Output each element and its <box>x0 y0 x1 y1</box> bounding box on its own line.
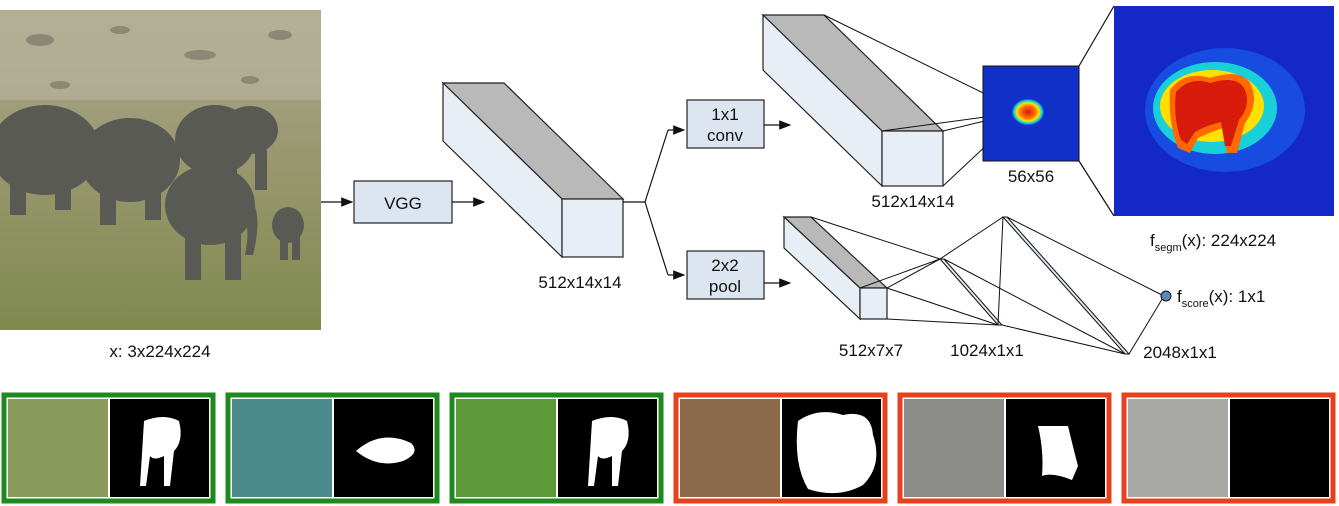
zoom-line-bottom <box>1078 160 1115 217</box>
score-node <box>1160 290 1172 302</box>
example-mask-shape <box>796 412 877 494</box>
score-output-label: fscore(x): 1x1 <box>1177 287 1265 310</box>
example-mask-shape <box>588 417 629 486</box>
example-pair <box>897 392 1112 504</box>
example-mask-shape <box>1038 426 1078 480</box>
example-mask-shape <box>140 417 181 486</box>
example-pair <box>1 392 216 504</box>
pool-line1: 2x2 <box>711 256 738 275</box>
example-pair <box>673 392 888 504</box>
branch-lines <box>623 125 686 280</box>
example-mask <box>1230 399 1329 497</box>
example-mask-shape <box>356 437 415 464</box>
vgg-box <box>353 180 453 224</box>
feature-block-label: 512x14x14 <box>538 273 621 292</box>
example-photo <box>1128 399 1228 497</box>
fc-connection-lines <box>810 216 1165 355</box>
example-pair <box>1121 392 1336 504</box>
input-label: x: 3x224x224 <box>109 342 210 361</box>
conv-line1: 1x1 <box>711 105 738 124</box>
conv-line2: conv <box>707 126 743 145</box>
example-pair <box>225 392 440 504</box>
example-photo <box>904 399 1004 497</box>
pool-box <box>686 250 765 300</box>
segm-small-heatmap <box>982 65 1080 162</box>
pool-line2: pool <box>709 277 741 296</box>
example-photo <box>456 399 556 497</box>
pool-block-label: 512x7x7 <box>839 341 903 360</box>
conv-box <box>686 99 765 149</box>
examples-row <box>1 392 1336 504</box>
example-pair <box>449 392 664 504</box>
feature-block <box>441 81 625 259</box>
zoom-line-top <box>1078 5 1115 67</box>
input-image <box>0 10 321 330</box>
segm-small-label: 56x56 <box>1008 167 1054 186</box>
example-photo <box>680 399 780 497</box>
segm-output-heatmap <box>1114 6 1334 216</box>
example-photo <box>8 399 108 497</box>
segm-block <box>761 13 945 188</box>
segm-block-label: 512x14x14 <box>871 192 954 211</box>
example-photo <box>232 399 332 497</box>
fc2-label: 2048x1x1 <box>1143 343 1217 362</box>
pool-block <box>782 215 889 321</box>
fc1-label: 1024x1x1 <box>950 341 1024 360</box>
vgg-label: VGG <box>384 194 422 213</box>
segm-output-label: fsegm(x): 224x224 <box>1150 231 1276 254</box>
